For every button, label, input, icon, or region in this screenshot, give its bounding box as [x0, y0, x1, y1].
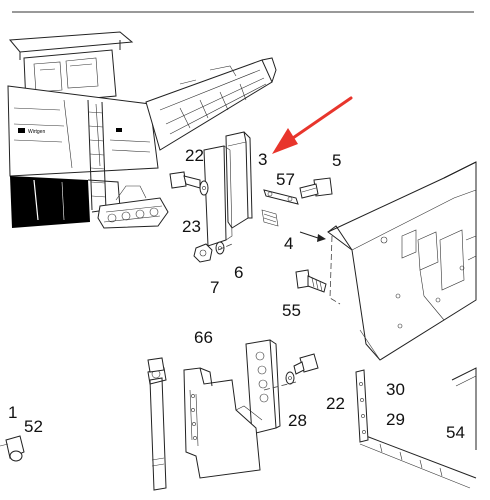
label-part-1: 1 [8, 403, 17, 422]
part-55-bolt [295, 269, 327, 293]
label-part-55: 55 [282, 301, 301, 320]
part-23-washer [199, 180, 209, 196]
label-part-7: 7 [210, 278, 219, 297]
label-part-30: 30 [386, 380, 405, 399]
machine-logo-text: Wirtgen [28, 129, 45, 135]
part-6-washer [215, 241, 225, 255]
label-part-22-upper: 22 [185, 146, 204, 165]
label-part-23: 23 [182, 217, 201, 236]
milling-machine-illustration: Wirtgen [7, 31, 277, 229]
part-30-rail [355, 369, 369, 443]
part-57-small-plate [261, 189, 299, 227]
label-part-3: 3 [258, 150, 267, 169]
part-7-nut [193, 241, 225, 263]
part-66-bar [245, 339, 281, 435]
highlight-arrow [272, 96, 353, 154]
support-bracket [183, 367, 263, 479]
part-4-leader-arrow [299, 231, 326, 242]
part-52-fitting [0, 435, 25, 462]
label-part-66: 66 [194, 328, 213, 347]
part-3-plate [203, 131, 253, 247]
guide-lines [217, 235, 341, 391]
label-part-28: 28 [288, 411, 307, 430]
label-part-29: 29 [386, 410, 405, 429]
label-part-22-lower: 22 [326, 394, 345, 413]
label-part-5: 5 [332, 151, 341, 170]
label-part-6: 6 [234, 263, 243, 282]
machine-frame-right [327, 161, 477, 489]
label-part-57: 57 [276, 170, 295, 189]
part-28-washer [285, 371, 295, 385]
hydraulic-cylinder [147, 357, 167, 491]
label-part-54: 54 [446, 423, 465, 442]
label-part-52: 52 [24, 417, 43, 436]
label-part-4: 4 [284, 234, 293, 253]
part-5-bolt [299, 177, 333, 199]
part-22-bolt-upper [169, 171, 209, 196]
part-22-bolt-lower [285, 353, 319, 385]
